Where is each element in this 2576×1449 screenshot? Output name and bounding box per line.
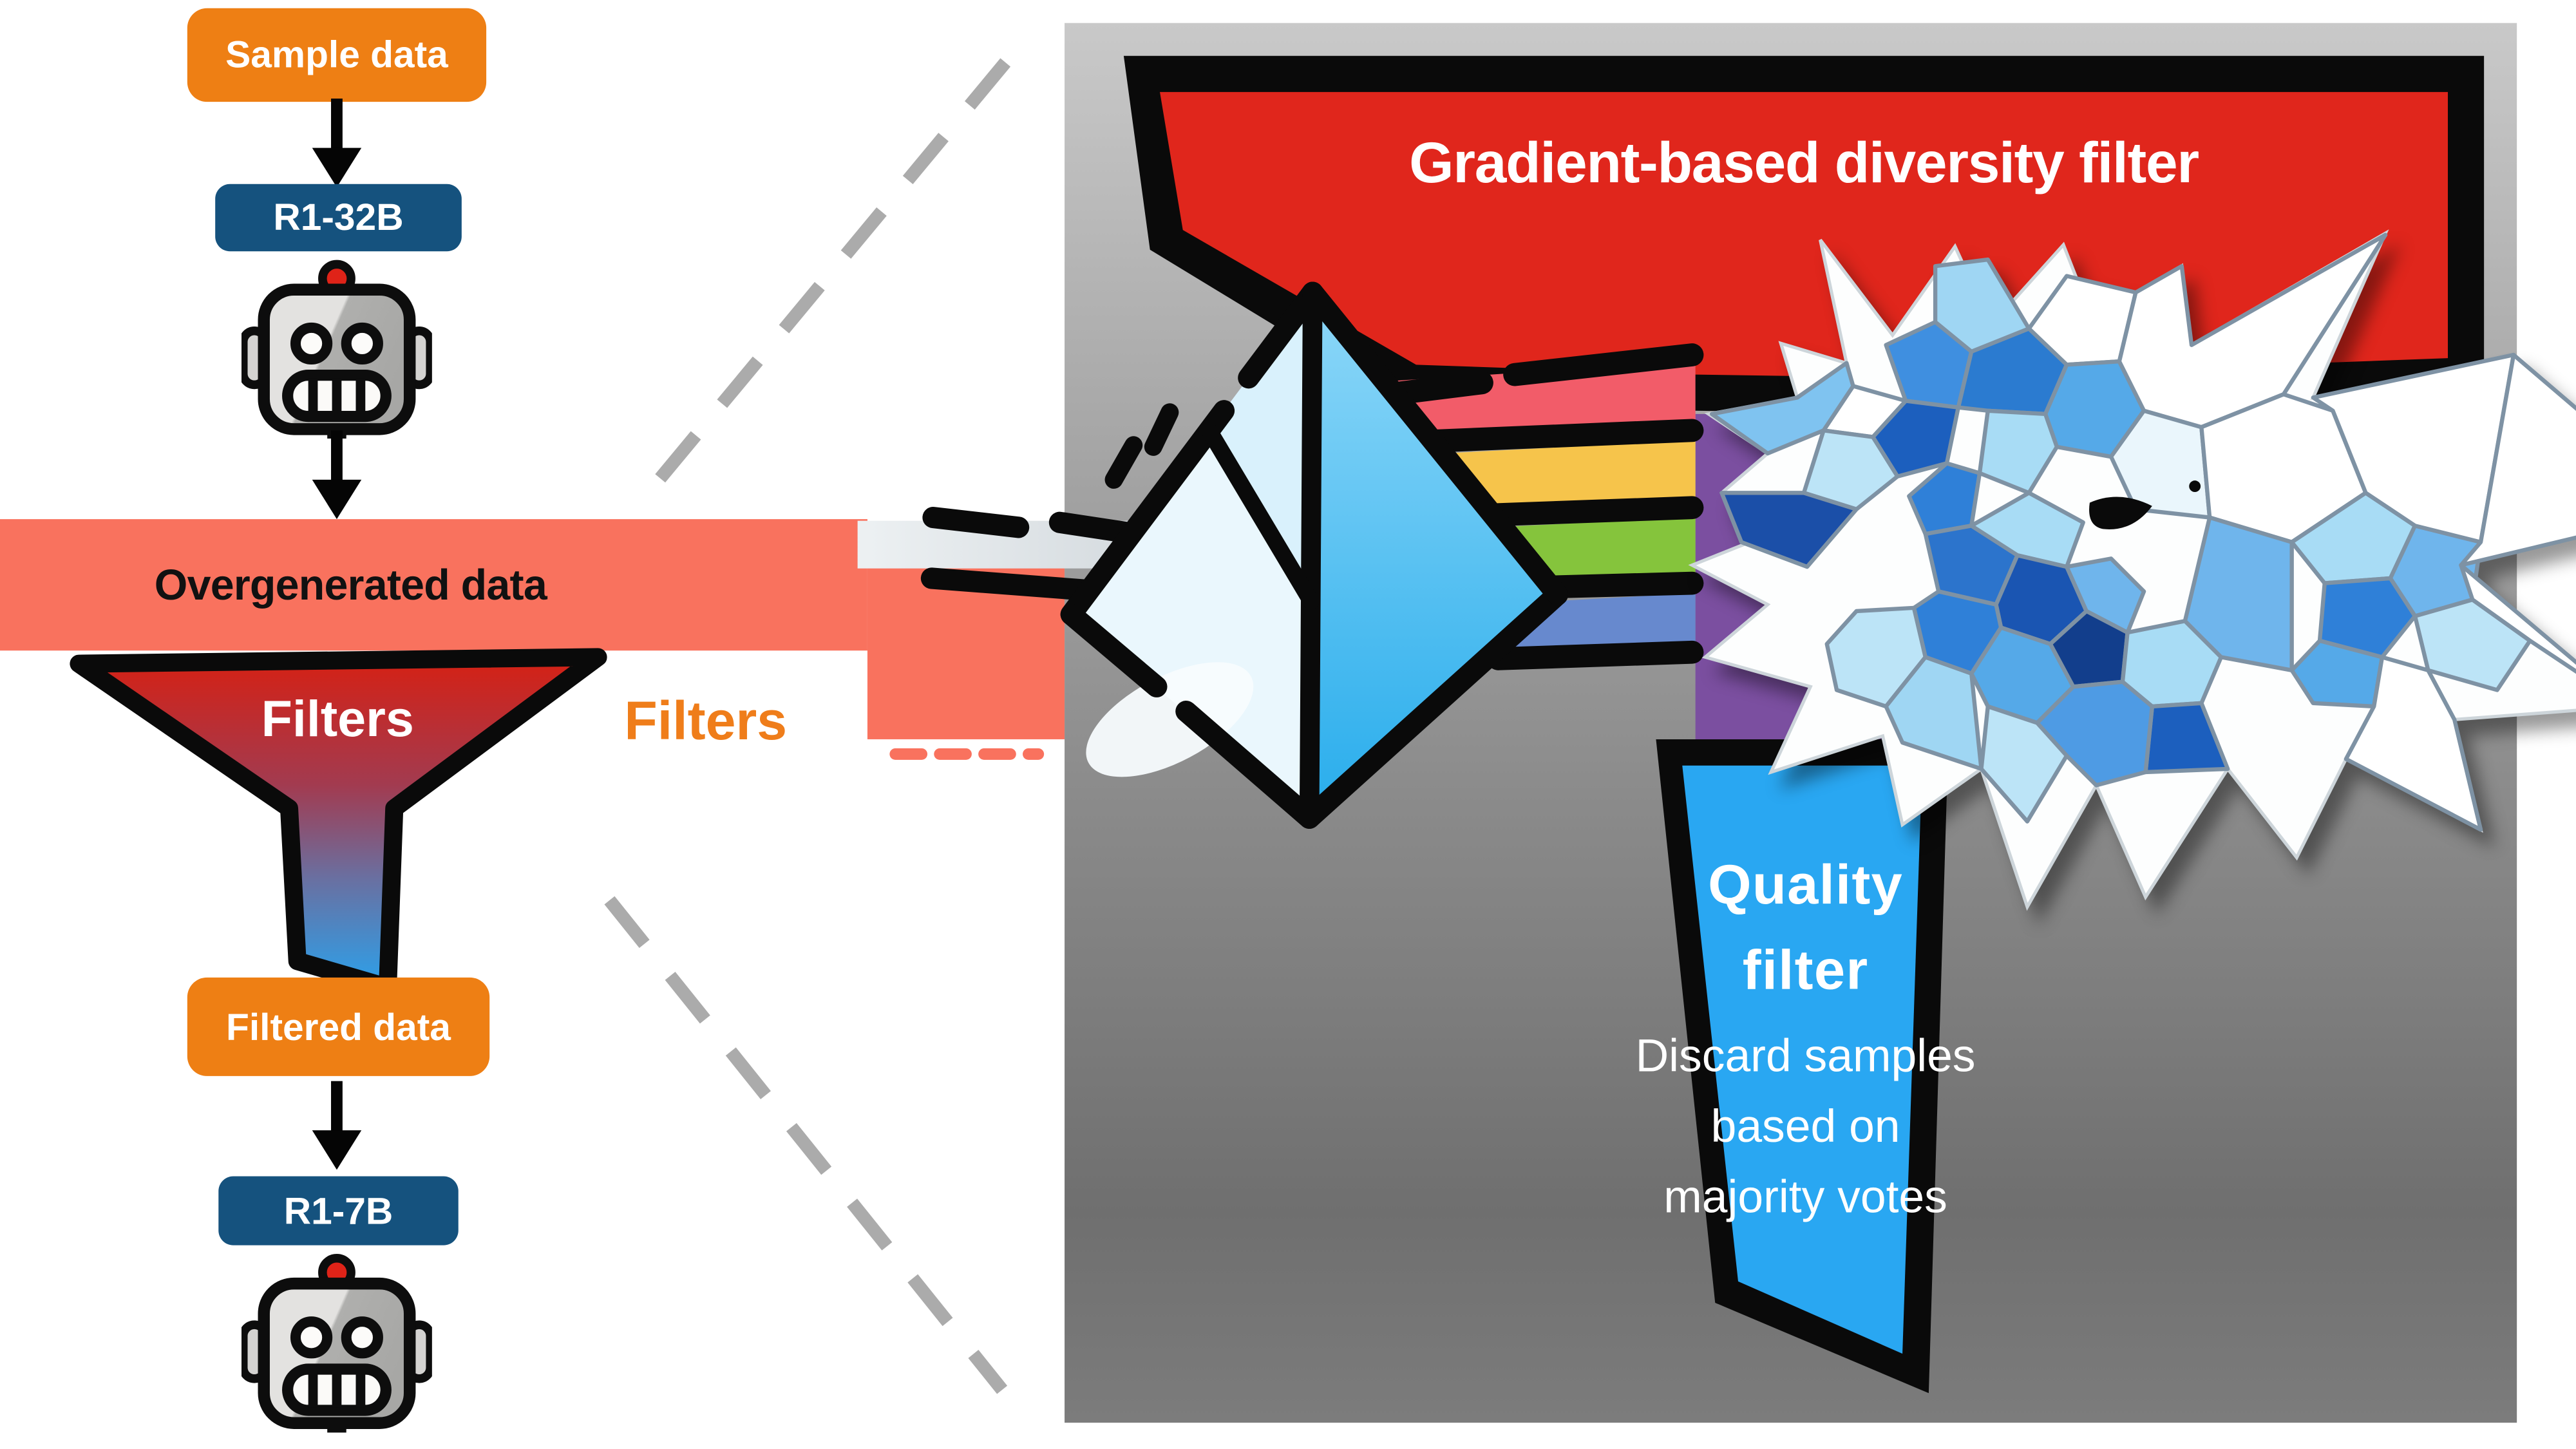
quality-filter-title-line1: Quality [1708, 854, 1904, 917]
model-r1-32b-box: R1-32B [215, 184, 462, 252]
filtered-data-label: Filtered data [226, 1004, 451, 1048]
overgenerated-data-band: Overgenerated data [0, 519, 867, 651]
sample-data-box: Sample data [187, 8, 487, 102]
voronoi-diagram-icon [1688, 229, 2576, 911]
bird-mark-icon [2089, 497, 2152, 529]
filters-funnel-label: Filters [261, 690, 414, 748]
sample-data-label: Sample data [225, 33, 448, 76]
robot-icon [242, 1252, 432, 1433]
filtered-data-box: Filtered data [187, 977, 490, 1076]
robot-icon [242, 258, 432, 439]
quality-filter-title-line2: filter [1742, 940, 1869, 1003]
quality-filter-funnel [1656, 739, 1949, 1394]
zoom-dashed-line [604, 58, 1011, 1394]
arrow-down-icon [309, 430, 365, 519]
model-r1-7b-label: R1-7B [283, 1188, 393, 1231]
diversity-filter-title: Gradient-based diversity filter [1409, 131, 2199, 196]
quality-filter-text: Quality filter Discard samples based on … [1607, 843, 2004, 1233]
filters-annotation: Filters [624, 690, 788, 751]
prism-icon [1060, 281, 1568, 829]
model-r1-7b-box: R1-7B [218, 1176, 459, 1245]
arrow-down-icon [309, 1081, 365, 1170]
quality-filter-description: Discard samples based on majority votes [1635, 1030, 1976, 1222]
model-r1-32b-label: R1-32B [273, 195, 404, 238]
overgenerated-data-label: Overgenerated data [154, 559, 547, 609]
arrow-down-icon [309, 99, 365, 187]
